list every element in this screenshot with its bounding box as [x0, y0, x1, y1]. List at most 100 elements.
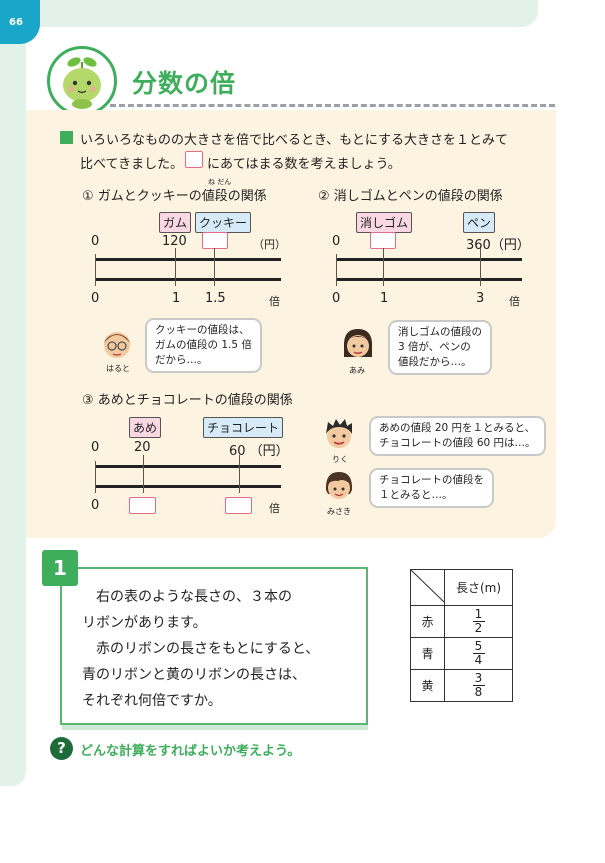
frac-num: 1 — [474, 606, 483, 621]
speaker-ami: あみ — [349, 366, 365, 375]
mascot-badge — [47, 46, 117, 116]
question-line-5: それぞれ何倍ですか。 — [82, 693, 222, 709]
table-color-yellow: 黄 — [410, 669, 445, 702]
problem3-heading: ③ あめとチョコレートの値段の関係 — [82, 393, 293, 408]
speaker-misaki: みさき — [327, 507, 351, 516]
hint-text: どんな計算をすればよいか考えよう。 — [80, 744, 301, 759]
question-line-2: リボンがあります。 — [82, 615, 207, 631]
tag-eraser: 消しゴム — [356, 212, 413, 233]
question-line-3: 赤のリボンの長さをもとにすると、 — [96, 641, 320, 657]
p1-bottom-15: 1.5 — [205, 291, 226, 306]
blank-box-sample — [185, 151, 203, 168]
question-mark-icon: ? — [50, 737, 73, 760]
p3-top-20: 20 — [134, 440, 151, 455]
question-number: 1 — [42, 550, 78, 586]
p3-tick-20 — [143, 455, 144, 493]
bubble-riku: あめの値段 20 円を１とみると、 チョコレートの値段 60 円は…。 — [369, 416, 546, 456]
p3-times-line — [95, 485, 281, 488]
problem1-heading: ① ガムとクッキーの値段の関係 — [82, 189, 267, 204]
p2-tick-1 — [383, 248, 384, 286]
p1-times-line — [95, 278, 281, 281]
p1-tick-1 — [175, 248, 176, 286]
p2-unit-times: 倍 — [509, 295, 520, 308]
bubble-misaki-line2: １とみると…。 — [379, 489, 453, 501]
p1-tick-0 — [95, 254, 96, 286]
p3-answer-box-2[interactable] — [225, 497, 252, 514]
bubble-haruto-line2: ガムの値段の 1.5 倍 — [155, 339, 252, 351]
intro-line-2a: 比べてきました。 — [80, 157, 184, 172]
intro-line-1: いろいろなものの大きさを倍で比べるとき、もとにする大きさを１とみて — [80, 133, 508, 148]
title-divider — [110, 104, 555, 107]
p3-unit-times: 倍 — [269, 502, 280, 515]
p2-top-360: 360（円） — [466, 238, 530, 253]
p1-tick-15 — [214, 248, 215, 286]
p3-answer-box-1[interactable] — [129, 497, 156, 514]
bubble-riku-line2: チョコレートの値段 60 円は…。 — [379, 437, 536, 449]
p1-unit-times: 倍 — [269, 295, 280, 308]
tag-chocolate: チョコレート — [203, 417, 284, 438]
frac-den: 8 — [474, 684, 483, 699]
table-corner-cell — [410, 569, 445, 606]
p1-unit-yen: （円） — [253, 238, 286, 251]
intro-line-2b: にあてはまる数を考えましょう。 — [207, 157, 401, 172]
sprout-mascot-icon — [63, 57, 101, 109]
p2-bottom-0: 0 — [332, 291, 341, 306]
tag-pen: ペン — [463, 212, 496, 233]
bubble-misaki: チョコレートの値段を １とみると…。 — [369, 468, 494, 508]
bubble-misaki-line1: チョコレートの値段を — [379, 474, 484, 486]
question-line-1: 右の表のような長さの、３本の — [96, 589, 292, 605]
p3-bottom-0: 0 — [91, 498, 100, 513]
speaker-haruto: はると — [106, 364, 130, 373]
bubble-haruto-line1: クッキーの値段は、 — [155, 324, 250, 336]
table-color-red: 赤 — [410, 605, 445, 638]
p2-answer-box[interactable] — [370, 232, 396, 249]
problem2-heading: ② 消しゴムとペンの値段の関係 — [318, 189, 503, 204]
p2-tick-0 — [336, 254, 337, 286]
table-header-length: 長さ(m) — [444, 569, 513, 606]
frac-num: 3 — [474, 670, 483, 685]
question-line-4: 青のリボンと黄のリボンの長さは、 — [82, 667, 306, 683]
furigana: ね だん — [208, 178, 232, 186]
tag-candy: あめ — [129, 417, 162, 438]
table-header-row: 長さ(m) — [410, 569, 513, 606]
p3-yen-line — [95, 465, 281, 468]
riku-face-icon — [326, 419, 352, 448]
bubble-haruto: クッキーの値段は、 ガムの値段の 1.5 倍 だから…。 — [145, 318, 262, 373]
p1-top-120: 120 — [162, 234, 187, 249]
p2-times-line — [336, 278, 522, 281]
section-marker-icon — [60, 131, 73, 144]
p1-bottom-0: 0 — [91, 291, 100, 306]
bubble-riku-line1: あめの値段 20 円を１とみると、 — [379, 422, 536, 434]
page-top-band — [26, 0, 538, 27]
p2-top-0: 0 — [332, 234, 341, 249]
ami-face-icon — [343, 329, 373, 357]
p2-bottom-1: 1 — [380, 291, 389, 306]
question-box — [60, 567, 368, 725]
question-text: 右の表のような長さの、３本の リボンがあります。 赤のリボンの長さをもとにすると… — [82, 584, 319, 714]
p3-top-0: 0 — [91, 440, 100, 455]
p2-yen-line — [336, 258, 522, 261]
misaki-face-icon — [325, 472, 353, 499]
page-title: 分数の倍 — [132, 69, 237, 98]
page-side-band — [0, 0, 26, 786]
p1-answer-box[interactable] — [202, 232, 228, 249]
speaker-riku: りく — [332, 455, 348, 464]
frac-num: 5 — [474, 638, 483, 653]
p2-tick-3 — [480, 248, 481, 286]
p1-top-0: 0 — [91, 234, 100, 249]
p3-tick-0 — [95, 461, 96, 493]
p3-top-60: 60 （円） — [229, 444, 289, 459]
p1-bottom-1: 1 — [172, 291, 181, 306]
bubble-ami-line3: 値段だから…。 — [398, 356, 472, 368]
diagonal-line-icon — [410, 569, 445, 603]
tag-cookie: クッキー — [195, 212, 252, 233]
bubble-haruto-line3: だから…。 — [155, 354, 208, 366]
haruto-face-icon — [104, 332, 130, 358]
